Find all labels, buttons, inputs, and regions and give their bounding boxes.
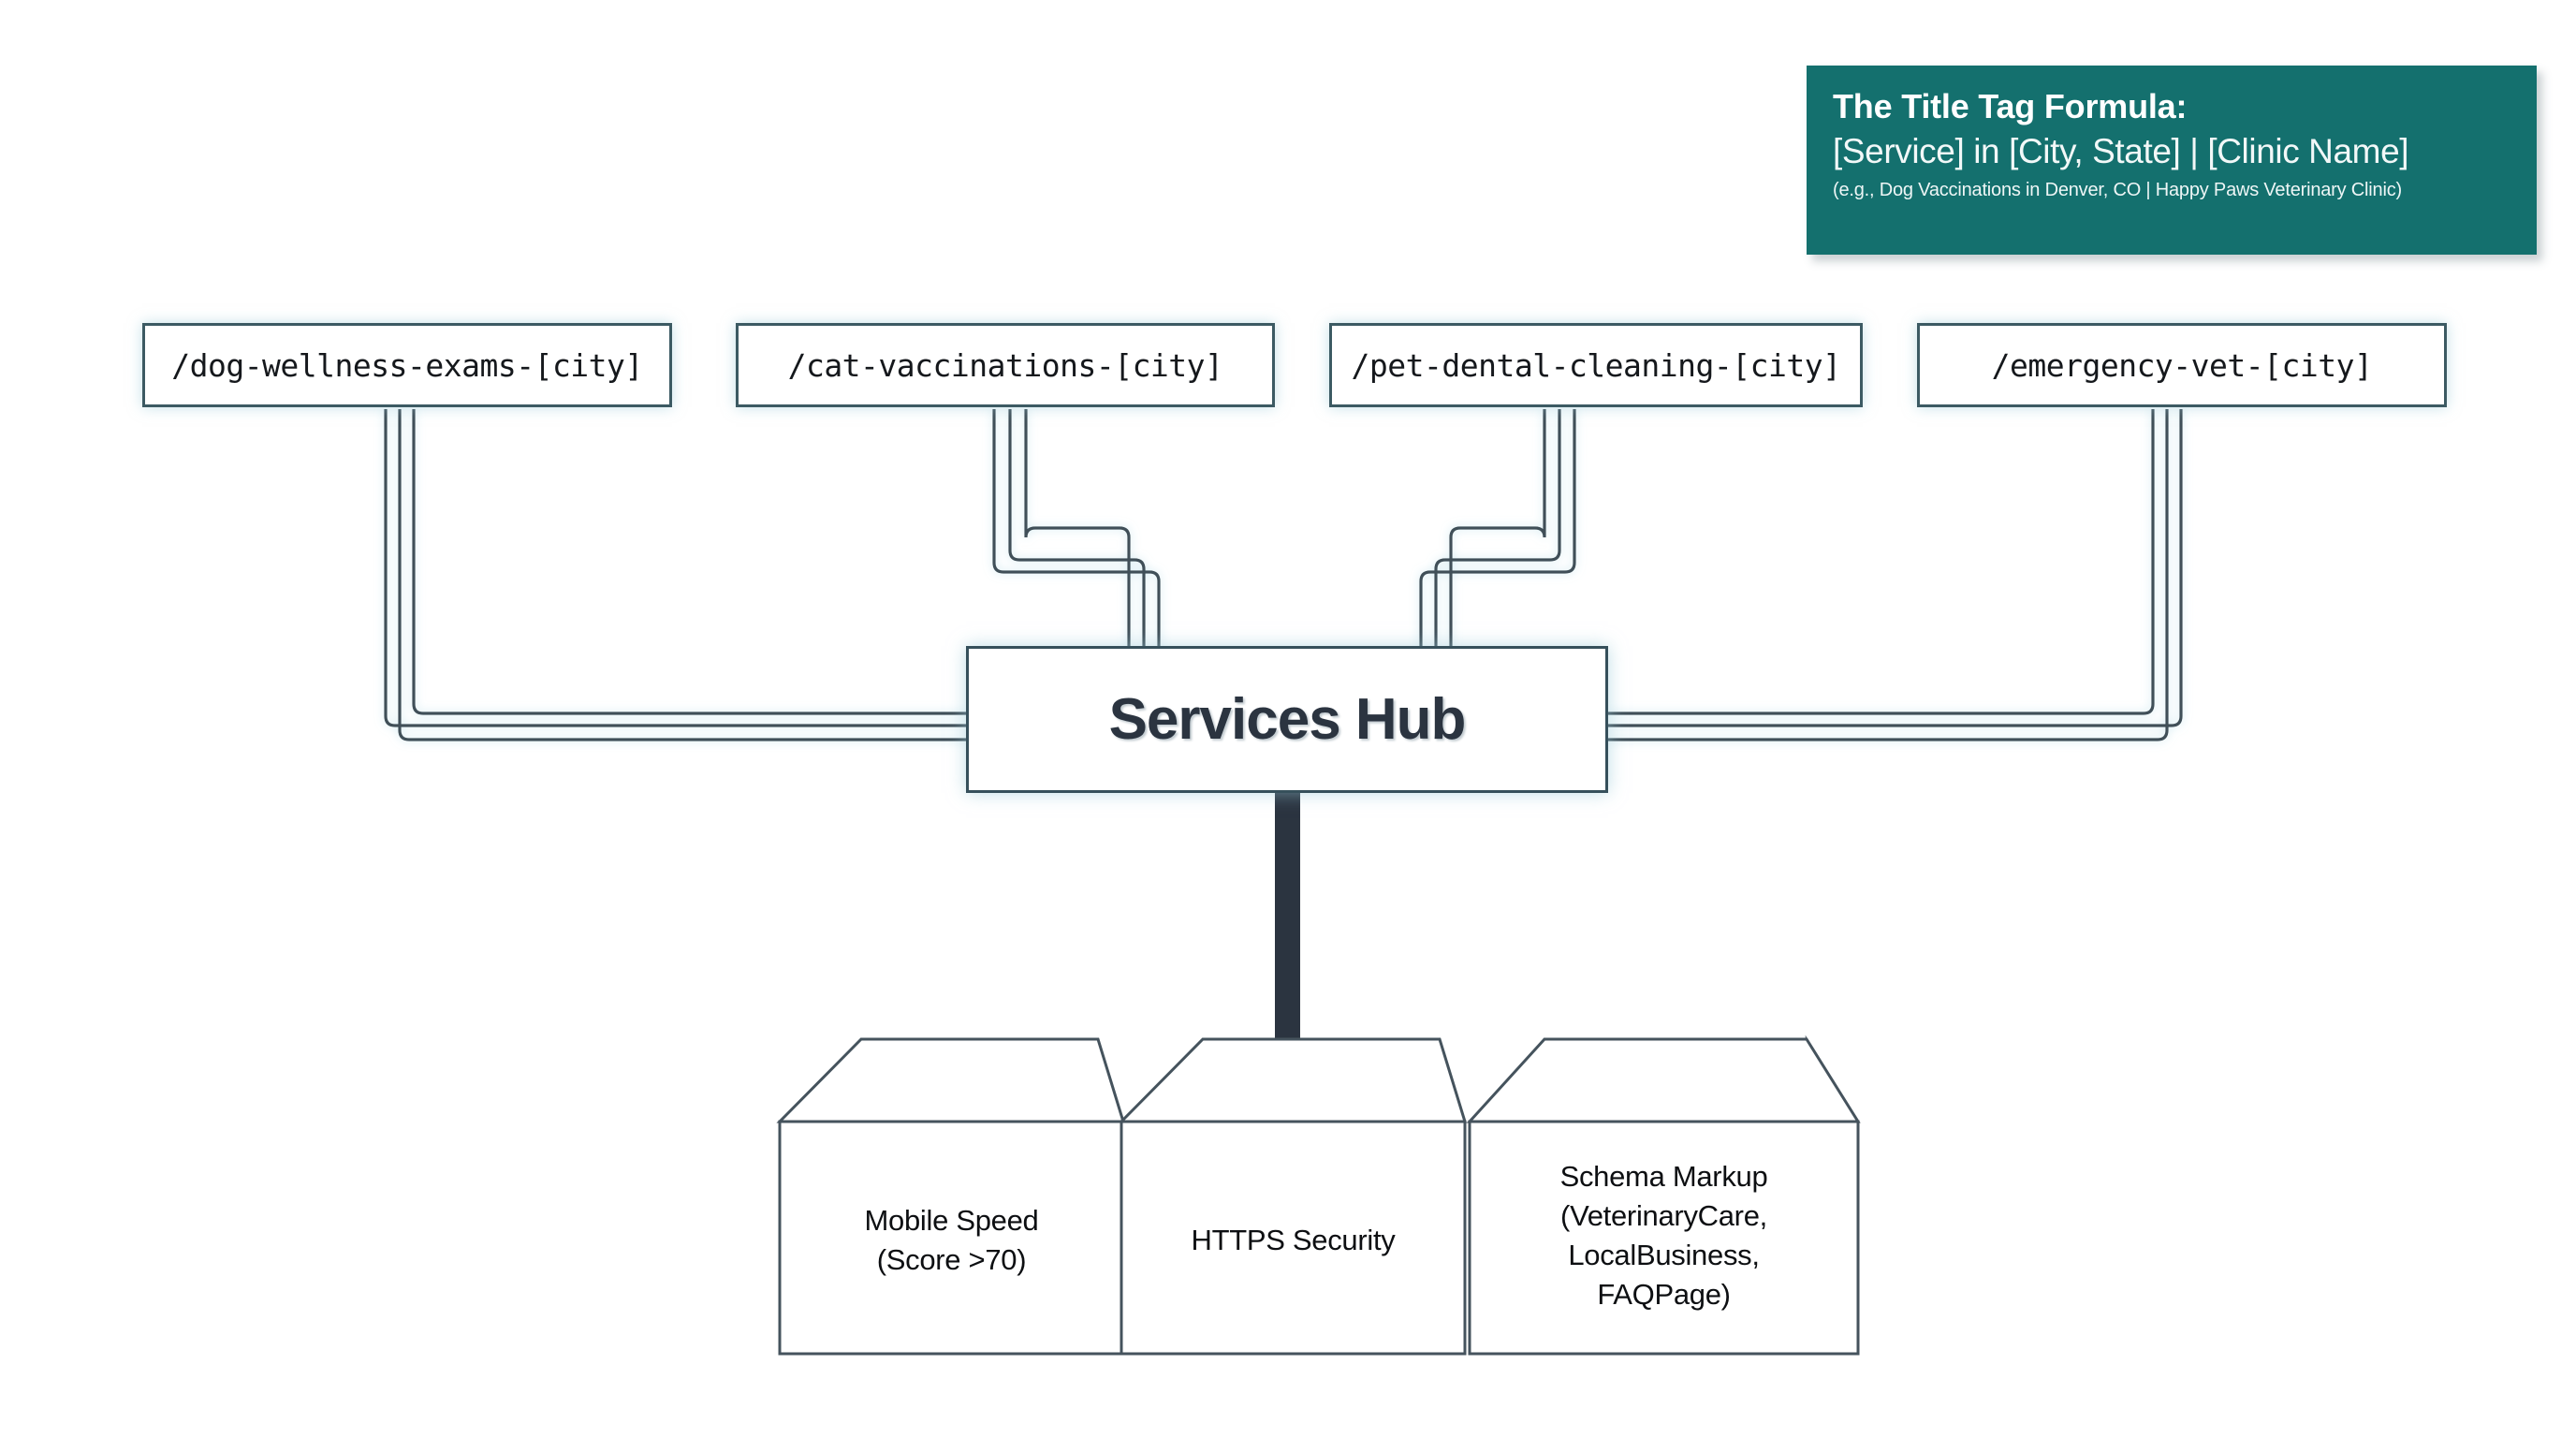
connector-pet-dental-to-hub — [1419, 409, 1576, 646]
title-tag-formula-callout: The Title Tag Formula: [Service] in [Cit… — [1807, 66, 2537, 255]
service-page-node-emergency-vet[interactable]: /emergency-vet-[city] — [1917, 323, 2447, 407]
callout-formula: [Service] in [City, State] | [Clinic Nam… — [1833, 132, 2409, 170]
foundation-cube-schema-markup[interactable] — [1466, 1034, 1861, 1356]
service-page-node-cat-vaccinations[interactable]: /cat-vaccinations-[city] — [736, 323, 1275, 407]
services-hub-label: Services Hub — [1108, 687, 1467, 752]
callout-example: (e.g., Dog Vaccinations in Denver, CO | … — [1833, 180, 2402, 200]
connector-cat-vaccinations-to-hub — [992, 409, 1161, 646]
service-page-url: /cat-vaccinations-[city] — [787, 346, 1223, 384]
services-hub-node[interactable]: Services Hub — [966, 646, 1608, 793]
connector-emergency-vet-to-hub — [1608, 409, 2183, 741]
callout-title: The Title Tag Formula: — [1833, 87, 2188, 125]
connector-dog-wellness-to-hub — [384, 409, 966, 741]
service-page-node-dog-wellness-exams[interactable]: /dog-wellness-exams-[city] — [142, 323, 672, 407]
service-page-url: /pet-dental-cleaning-[city] — [1351, 346, 1841, 384]
service-page-node-pet-dental-cleaning[interactable]: /pet-dental-cleaning-[city] — [1329, 323, 1863, 407]
foundation-cube-https-security[interactable] — [1118, 1037, 1468, 1356]
foundation-cube-mobile-speed[interactable] — [776, 1037, 1126, 1356]
service-page-url: /dog-wellness-exams-[city] — [171, 346, 643, 384]
service-page-url: /emergency-vet-[city] — [1991, 346, 2373, 384]
